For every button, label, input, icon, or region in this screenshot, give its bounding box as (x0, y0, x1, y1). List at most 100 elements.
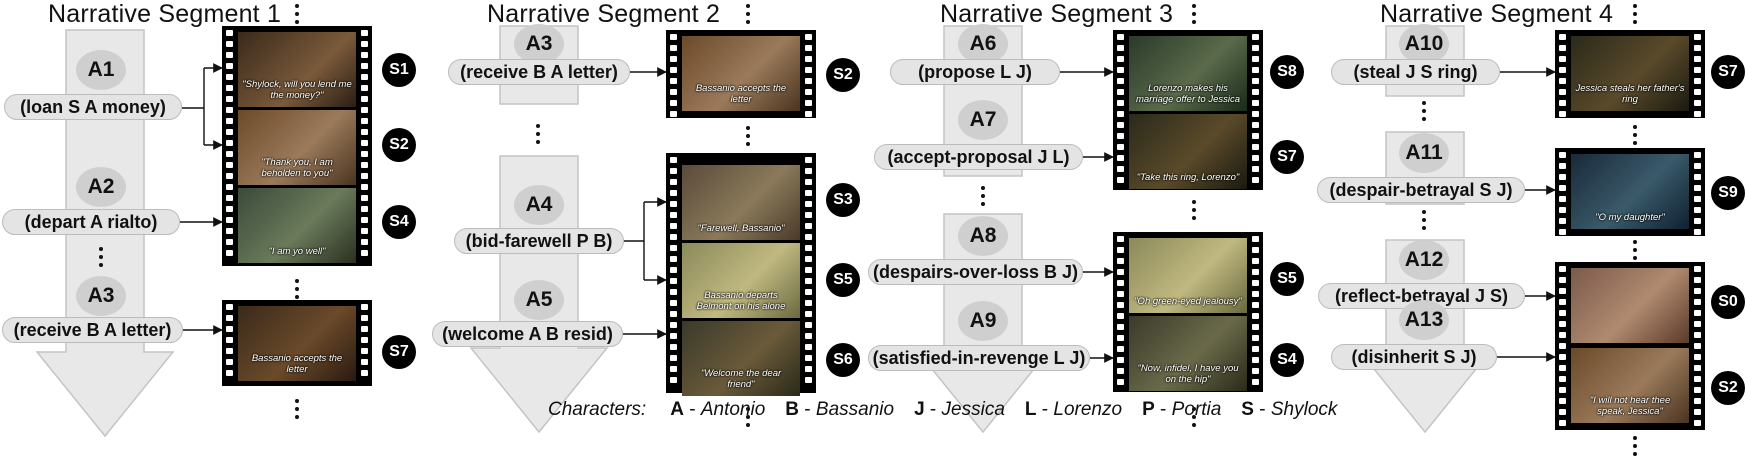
ellipsis-dots (294, 399, 300, 423)
sprocket-hole (1559, 409, 1566, 415)
sprocket-hole (1252, 45, 1259, 51)
sprocket-hole (670, 311, 677, 317)
sprocket-hole (1559, 56, 1566, 62)
sprocket-hole (1694, 299, 1701, 305)
sprocket-hole (226, 359, 233, 365)
sprocket-hole (361, 107, 368, 113)
action-label-a3: (receive B A letter) (448, 59, 630, 85)
frame-caption: Bassanio accepts the letter (695, 83, 787, 105)
sprocket-hole (670, 168, 677, 174)
sprocket-hole (1252, 78, 1259, 84)
sprocket-hole (1694, 34, 1701, 40)
action-label-a8: (despairs-over-loss B J) (868, 259, 1083, 285)
frame-caption: "Take this ring, Lorenzo" (1136, 172, 1240, 183)
sprocket-hole (1117, 89, 1124, 95)
sprocket-hole (670, 234, 677, 240)
sprocket-hole (226, 348, 233, 354)
sprocket-hole (805, 34, 812, 40)
legend-name: Bassanio (815, 399, 895, 420)
sprocket-hole (670, 377, 677, 383)
sprocket-hole (1694, 100, 1701, 106)
segment-4-title: Narrative Segment 4 (1380, 0, 1614, 28)
sprocket-hole (1559, 100, 1566, 106)
sprocket-hole (1559, 78, 1566, 84)
sprocket-hole (1559, 207, 1566, 213)
sprocket-hole (226, 315, 233, 321)
video-frame-s7: Jessica steals her father's ring (1571, 36, 1689, 111)
action-node-a7: A7 (958, 100, 1008, 140)
sprocket-hole (226, 326, 233, 332)
sprocket-hole (226, 206, 233, 212)
sprocket-hole (805, 311, 812, 317)
action-node-a6: A6 (958, 24, 1008, 64)
sprocket-hole (1559, 354, 1566, 360)
sprocket-hole (805, 157, 812, 163)
sprocket-hole (361, 85, 368, 91)
sprocket-hole (805, 45, 812, 51)
film-strip: Bassanio accepts the letter (222, 300, 372, 386)
sprocket-hole (1117, 155, 1124, 161)
sprocket-hole (361, 173, 368, 179)
sprocket-hole (361, 74, 368, 80)
sprocket-hole (670, 344, 677, 350)
legend-name: Jessica (941, 399, 1005, 420)
shot-badge: S9 (1711, 176, 1745, 210)
sprocket-hole (226, 162, 233, 168)
sprocket-hole (1252, 247, 1259, 253)
action-label-a13: (disinherit S J) (1331, 344, 1497, 370)
ellipsis-dots (980, 186, 986, 210)
sprocket-hole (805, 223, 812, 229)
action-node-a10: A10 (1399, 24, 1449, 64)
sprocket-hole (1252, 346, 1259, 352)
video-frame-s6: "Welcome the dear friend" (682, 321, 800, 396)
legend-item-jessica: J - Jessica (914, 399, 1005, 420)
sprocket-hole (805, 366, 812, 372)
action-label-a11: (despair-betrayal S J) (1317, 177, 1525, 203)
legend-key: A (670, 399, 684, 420)
sprocket-hole (1252, 111, 1259, 117)
frame-caption: "I will not hear thee speak, Jessica" (1589, 395, 1671, 417)
film-strip: "Farewell, Bassanio" Bassanio departs Be… (666, 153, 816, 396)
sprocket-hole (1559, 111, 1566, 117)
sprocket-hole (1559, 266, 1566, 272)
connector-arrows (180, 63, 1556, 363)
sprocket-hole (805, 78, 812, 84)
sprocket-hole (226, 370, 233, 376)
sprocket-hole (1252, 144, 1259, 150)
sprocket-hole (1117, 335, 1124, 341)
video-frame-s4: "I am yo well" (238, 188, 356, 263)
sprocket-hole (1117, 236, 1124, 242)
sprocket-hole (670, 300, 677, 306)
ellipsis-dots (1191, 407, 1197, 431)
sprocket-hole (1117, 368, 1124, 374)
action-label-a3: (receive B A letter) (2, 317, 183, 343)
video-frame-s0 (1571, 268, 1689, 343)
sprocket-hole (226, 304, 233, 310)
sprocket-hole (226, 41, 233, 47)
sprocket-hole (1694, 277, 1701, 283)
sprocket-hole (1559, 321, 1566, 327)
sprocket-hole (670, 78, 677, 84)
sprocket-hole (670, 157, 677, 163)
frame-caption: "Now, infidel, I have you on the hip" (1137, 363, 1239, 385)
sprocket-hole (226, 74, 233, 80)
sprocket-hole (1252, 89, 1259, 95)
sprocket-hole (1559, 365, 1566, 371)
sprocket-hole (805, 278, 812, 284)
sprocket-hole (1252, 269, 1259, 275)
video-frame-s2: Bassanio accepts the letter (682, 36, 800, 111)
sprocket-hole (226, 118, 233, 124)
legend-key: L (1024, 399, 1037, 420)
action-node-a1: A1 (76, 50, 126, 90)
sprocket-hole (1117, 122, 1124, 128)
action-node-a13: A13 (1399, 300, 1449, 340)
sprocket-hole (805, 190, 812, 196)
segment-3-title: Narrative Segment 3 (940, 0, 1174, 28)
sprocket-hole (670, 355, 677, 361)
shot-badge: S2 (1711, 371, 1745, 405)
action-label-a12: (reflect-betrayal J S) (1318, 283, 1525, 309)
ellipsis-dots (745, 126, 751, 150)
sprocket-hole (1559, 343, 1566, 349)
sprocket-hole (361, 228, 368, 234)
sprocket-hole (670, 333, 677, 339)
